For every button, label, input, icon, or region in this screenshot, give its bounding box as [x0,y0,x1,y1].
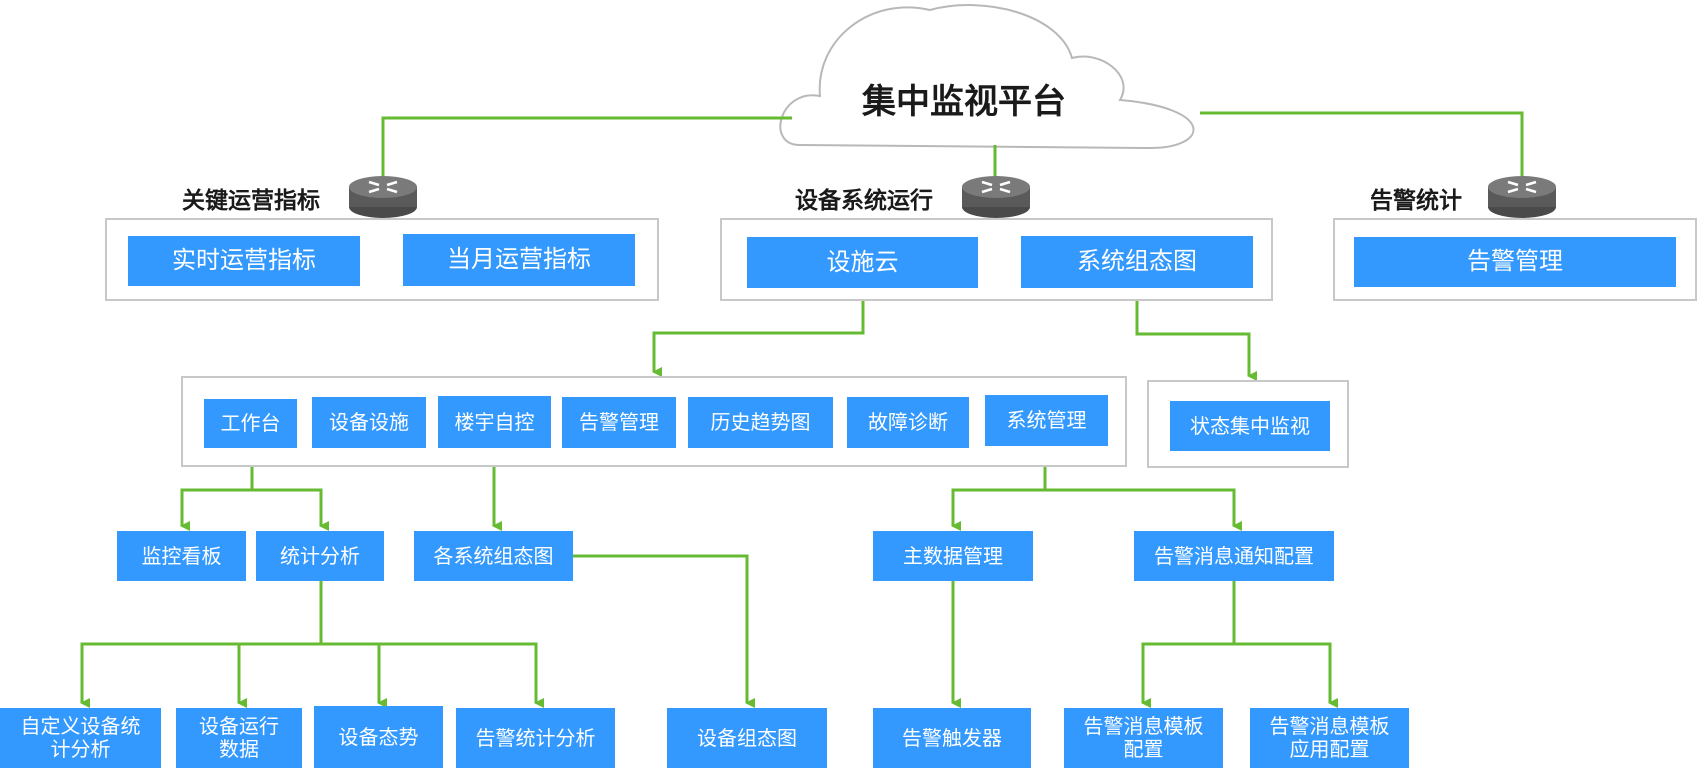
node-facility-cloud[interactable]: 设施云 [747,237,978,288]
connector-sysmgmt-notify [1045,488,1242,531]
node-device-status[interactable]: 设备态势 [314,706,443,768]
node-device-diagram[interactable]: 设备组态图 [667,708,827,768]
node-device-run-data[interactable]: 设备运行 数据 [176,708,302,768]
section-label-alarm: 告警统计 [1370,188,1462,214]
node-system-diagrams[interactable]: 各系统组态图 [414,531,573,581]
module-building-control[interactable]: 楼宇自控 [438,396,551,448]
connector-notify-apply [1234,642,1338,708]
platform-title: 集中监视平台 [862,82,1066,122]
connector-cloud-alarm [1200,111,1524,180]
node-custom-stats[interactable]: 自定义设备统 计分析 [0,708,161,768]
module-history-trend[interactable]: 历史趋势图 [688,397,833,448]
node-alarm-management[interactable]: 告警管理 [1354,237,1676,287]
node-monthly-kpi[interactable]: 当月运营指标 [403,234,635,286]
connector-diagram-status [1135,288,1257,381]
connector-diagrams-device [573,554,755,708]
node-alarm-template-config[interactable]: 告警消息模板 配置 [1064,708,1223,768]
section-label-device: 设备系统运行 [795,188,933,214]
node-alarm-trigger[interactable]: 告警触发器 [873,708,1031,768]
node-master-data[interactable]: 主数据管理 [873,531,1033,581]
node-alarm-stat-analysis[interactable]: 告警统计分析 [456,708,615,768]
module-workbench[interactable]: 工作台 [204,399,297,448]
connector-facility-modules [652,288,865,377]
node-realtime-kpi[interactable]: 实时运营指标 [128,236,360,286]
module-devices[interactable]: 设备设施 [312,397,426,448]
module-system-management[interactable]: 系统管理 [985,395,1108,446]
connector-stats-alarm [321,642,544,708]
router-icon [962,176,1030,218]
connector-cloud-kpi [381,116,792,180]
module-alarm-management[interactable]: 告警管理 [562,397,676,448]
node-system-diagram[interactable]: 系统组态图 [1021,236,1253,288]
cloud-icon [779,4,1195,150]
router-icon [1488,176,1556,218]
section-label-kpi: 关键运营指标 [182,188,320,214]
router-icon [349,176,417,218]
node-alarm-notify-config[interactable]: 告警消息通知配置 [1134,531,1334,581]
node-stat-analysis[interactable]: 统计分析 [256,531,384,581]
connector-stats-custom [80,581,323,708]
connector-notify-template [1141,581,1236,708]
module-fault-diagnosis[interactable]: 故障诊断 [847,397,969,448]
node-status-monitor[interactable]: 状态集中监视 [1170,401,1330,451]
connector-workbench-stats [252,488,329,531]
connector-stats-status [321,642,387,708]
connector-workbench-board [180,448,254,531]
node-monitor-board[interactable]: 监控看板 [117,531,246,581]
connector-sysmgmt-master [951,448,1047,531]
node-alarm-template-apply[interactable]: 告警消息模板 应用配置 [1250,708,1409,768]
